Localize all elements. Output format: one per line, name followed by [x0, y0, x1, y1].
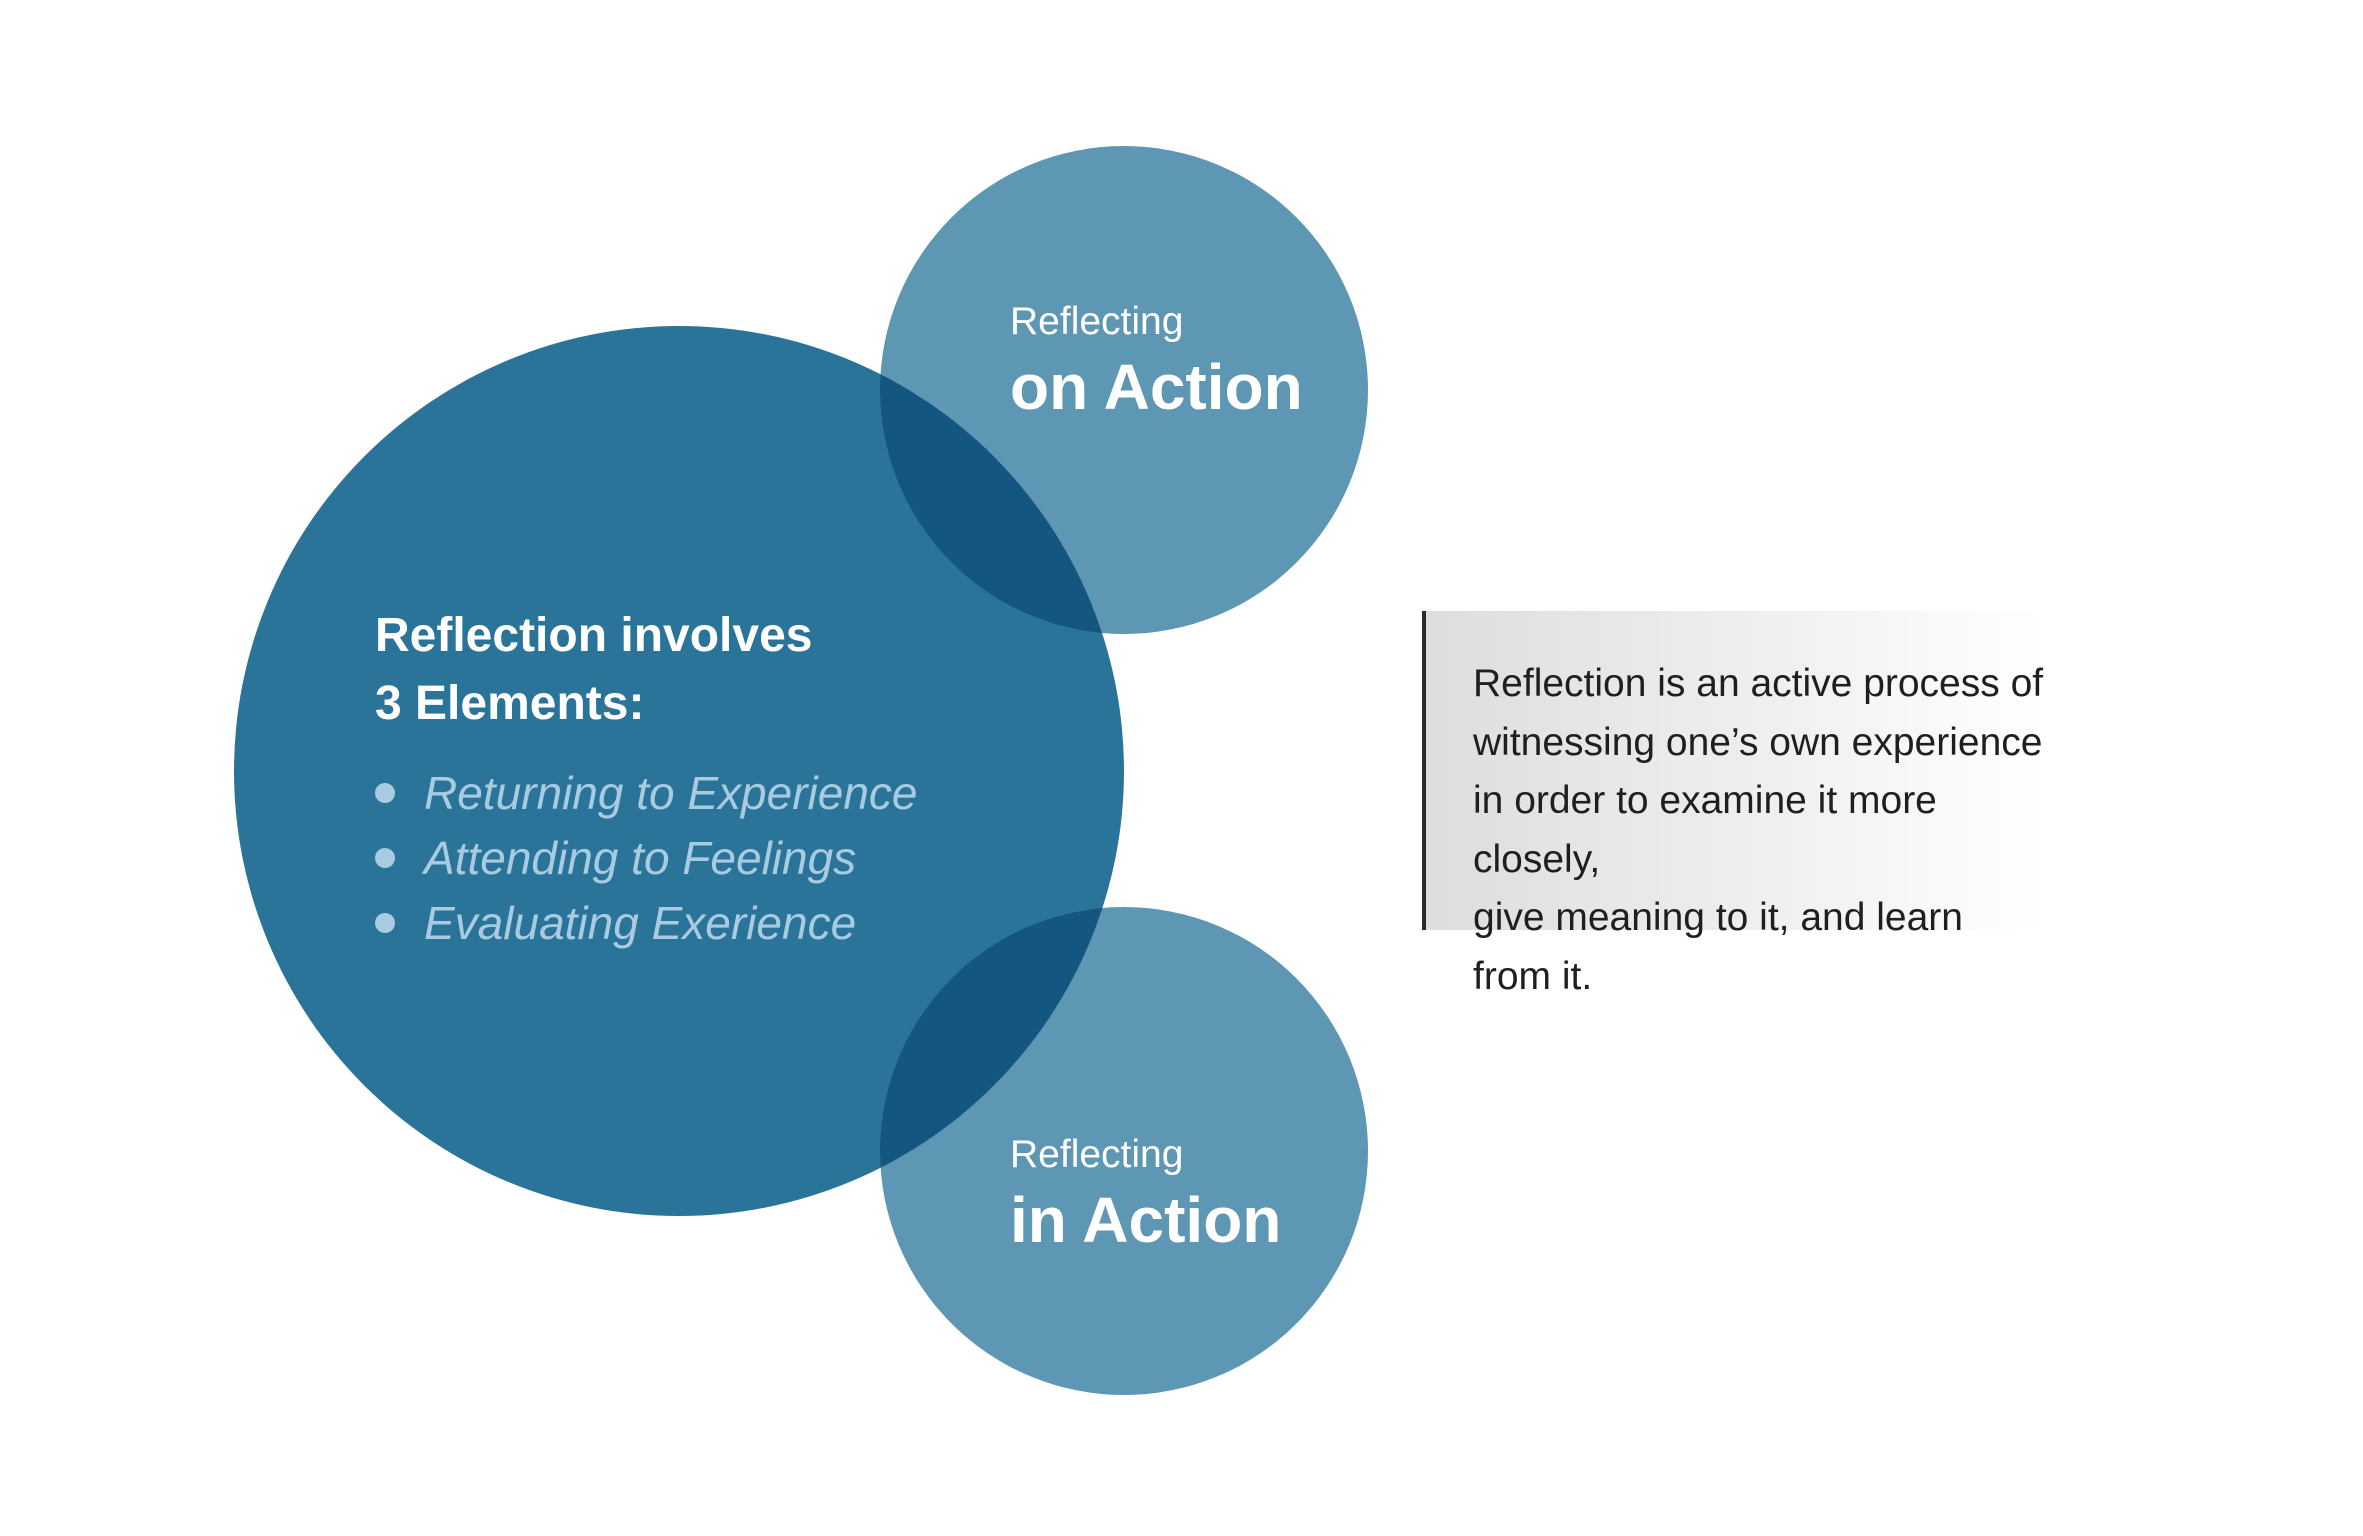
main-heading-line1: Reflection involves: [375, 609, 813, 662]
top-circle-label-big: on Action: [1010, 351, 1303, 423]
definition-line: witnessing one’s own experience: [1473, 720, 2043, 764]
bullet-icon: [375, 847, 395, 868]
top-circle-label-small: Reflecting: [1010, 300, 1184, 343]
definition-line: give meaning to it, and learn from it.: [1473, 896, 1963, 998]
list-item: Evaluating Exerience: [375, 890, 918, 955]
bottom-overlap: [880, 907, 1124, 1216]
list-item: Attending to Feelings: [375, 825, 918, 890]
main-circle: [234, 326, 1124, 1216]
definition-box: Reflection is an active process of witne…: [1422, 611, 2045, 998]
definition-line: Reflection is an active process of: [1473, 662, 2044, 705]
bullet-icon: [375, 782, 395, 803]
list-item: Returning to Experience: [375, 760, 918, 825]
bullet-icon: [375, 912, 395, 933]
elements-list: Returning to Experience Attending to Fee…: [375, 760, 918, 955]
bottom-circle-label-small: Reflecting: [1010, 1133, 1184, 1176]
main-heading-line2: 3 Elements:: [375, 677, 645, 730]
definition-line: in order to examine it more closely,: [1473, 779, 1937, 881]
top-overlap: [880, 326, 1124, 634]
bottom-circle-label-big: in Action: [1010, 1184, 1282, 1256]
